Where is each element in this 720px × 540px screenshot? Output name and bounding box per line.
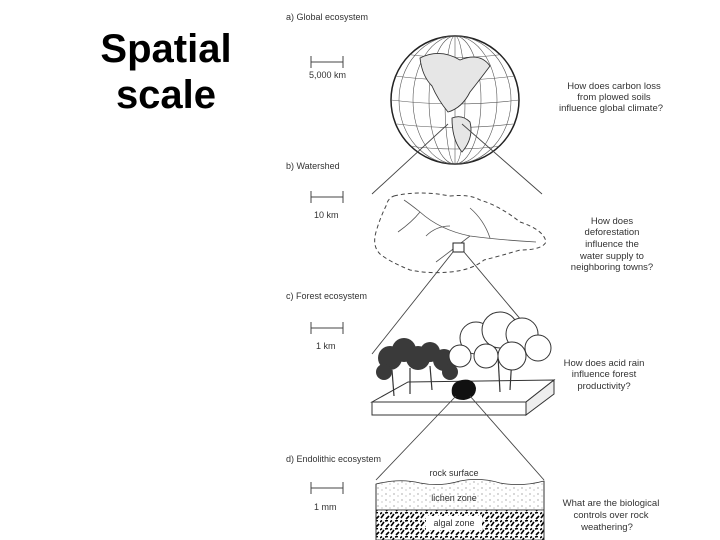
scale-bar-global [311,56,343,68]
scale-label-global: 5,000 km [309,70,346,80]
question-endolithic-line-1: What are the biological [563,498,660,509]
question-endolithic-line-2: controls over rock [574,510,649,521]
question-watershed: How does deforestation influence the wat… [571,216,653,273]
scale-label-watershed: 10 km [314,210,339,220]
lichen-zone-label: lichen zone [431,493,477,503]
scale-label-endolithic: 1 mm [314,502,337,512]
panel-global: a) Global ecosystem 5,000 km How does ca… [286,12,663,164]
scale-label-forest: 1 km [316,341,336,351]
question-watershed-line-2: deforestation [585,227,640,238]
question-forest-line-1: How does acid rain [564,358,645,369]
question-forest-line-2: influence forest [572,369,637,380]
question-forest-line-3: productivity? [577,381,630,392]
question-global-line-2: from plowed soils [577,92,651,103]
heading-watershed: b) Watershed [286,161,340,171]
question-endolithic: What are the biological controls over ro… [563,498,660,533]
panel-endolithic: d) Endolithic ecosystem 1 mm rock surfac… [286,454,659,540]
question-watershed-line-4: water supply to [579,251,644,262]
scale-bar-watershed [311,191,343,203]
heading-global: a) Global ecosystem [286,12,368,22]
question-watershed-line-5: neighboring towns? [571,262,653,273]
question-global-line-1: How does carbon loss [567,81,661,92]
algal-zone-label: algal zone [433,518,474,528]
heading-forest: c) Forest ecosystem [286,291,367,301]
globe [391,36,519,164]
question-watershed-line-1: How does [591,216,633,227]
question-forest: How does acid rain influence forest prod… [564,358,645,392]
rock-surface-label: rock surface [429,468,478,478]
panel-watershed: b) Watershed 10 km How does deforestatio… [286,161,653,273]
heading-endolithic: d) Endolithic ecosystem [286,454,381,464]
scale-bar-endolithic [311,482,343,494]
question-watershed-line-3: influence the [585,239,639,250]
scale-bar-forest [311,322,343,334]
panel-forest: c) Forest ecosystem 1 km [286,291,644,415]
rock-section [376,479,544,540]
question-global: How does carbon loss from plowed soils i… [559,81,663,114]
question-endolithic-line-3: weathering? [580,522,633,533]
question-global-line-3: influence global climate? [559,103,663,114]
watershed-map [375,193,546,273]
